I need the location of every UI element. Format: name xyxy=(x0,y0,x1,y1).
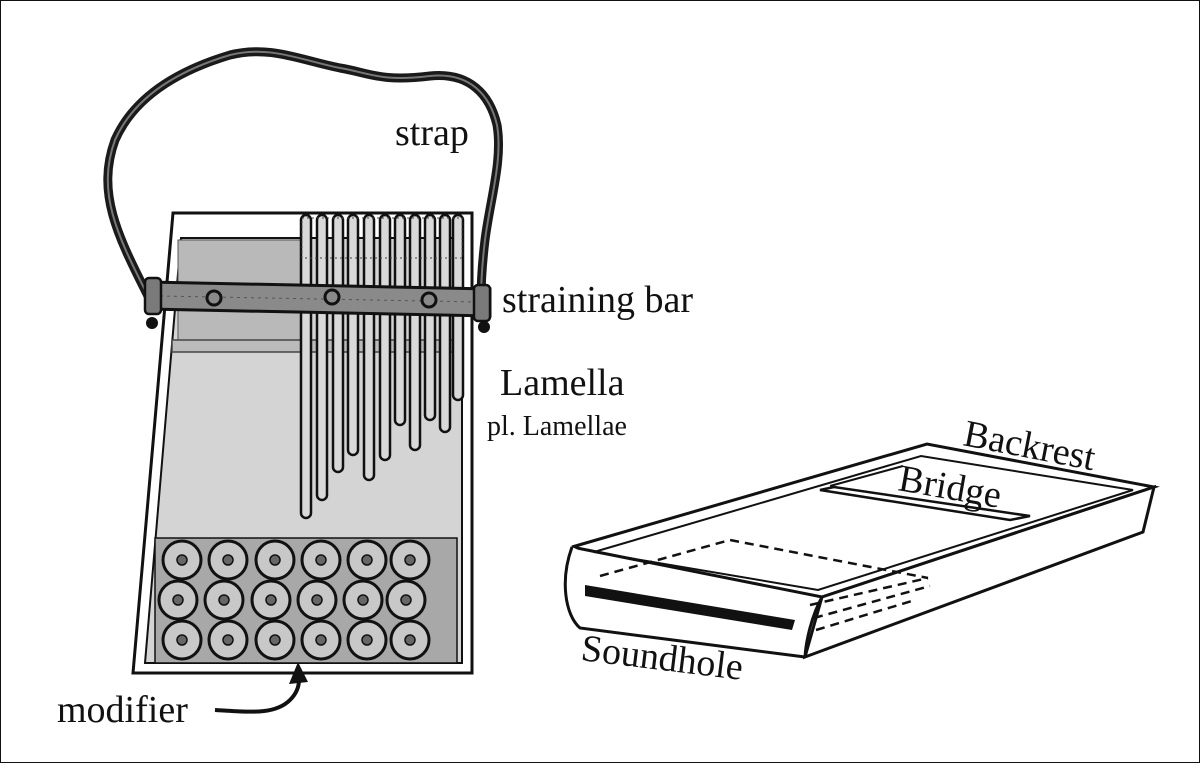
strap-highlight xyxy=(106,50,500,301)
modifier-disc-center xyxy=(404,634,416,646)
tine-hatch-band xyxy=(301,217,463,259)
modifier-disc-center xyxy=(357,594,369,606)
lamellophone-front-view xyxy=(103,47,504,714)
label-strap: strap xyxy=(395,112,469,154)
modifier-discs xyxy=(157,539,431,661)
modifier-disc-center xyxy=(315,554,327,566)
lamella-tine xyxy=(362,213,376,482)
lamella-tine xyxy=(438,213,452,434)
modifier-disc-center xyxy=(269,554,281,566)
modifier-disc-center xyxy=(361,554,373,566)
strap-knot-left xyxy=(146,317,158,329)
straining-bar xyxy=(143,276,492,333)
modifier-disc-center xyxy=(172,594,184,606)
lamella-tine xyxy=(299,213,313,520)
modifier-disc-center xyxy=(176,554,188,566)
modifier-disc-center xyxy=(269,634,281,646)
lamella-tine xyxy=(331,213,345,474)
bridge xyxy=(819,485,1031,522)
lamella-tine xyxy=(408,213,422,452)
label-modifier: modifier xyxy=(57,689,188,731)
lamella-tine xyxy=(346,213,360,457)
bar-screw-1 xyxy=(205,289,223,307)
bar-screw-3 xyxy=(420,291,438,309)
modifier-disc-center xyxy=(404,554,416,566)
label-straining-bar: straining bar xyxy=(502,279,693,321)
strap-knot-right xyxy=(478,321,490,333)
modifier-arrowhead xyxy=(289,662,308,684)
hidden-edges xyxy=(599,538,931,632)
modifier-disc-center xyxy=(361,634,373,646)
resonator-front-face xyxy=(802,484,1157,660)
label-lamella-plural: pl. Lamellae xyxy=(487,411,627,442)
modifier-disc-center xyxy=(400,594,412,606)
label-lamella: Lamella xyxy=(500,362,625,404)
lamella-tine xyxy=(393,213,407,427)
bridge-left-edge xyxy=(829,465,904,487)
modifier-disc-center xyxy=(218,594,230,606)
modifier-disc-center xyxy=(222,554,234,566)
lamella-tine xyxy=(423,213,437,422)
modifier-disc-center xyxy=(311,594,323,606)
resonator-inner-rim xyxy=(593,454,1134,592)
soundhole xyxy=(585,585,795,630)
modifier-disc-center xyxy=(222,634,234,646)
modifier-disc-center xyxy=(315,634,327,646)
resonator-front-edge xyxy=(803,596,824,658)
bar-end-right xyxy=(472,283,492,323)
modifier-disc-center xyxy=(176,634,188,646)
bar-screw-2 xyxy=(323,288,341,306)
lamella-tine xyxy=(378,213,392,462)
bar-end-left xyxy=(143,276,163,316)
box-resonator-view xyxy=(563,442,1160,660)
modifier-disc-center xyxy=(265,594,277,606)
